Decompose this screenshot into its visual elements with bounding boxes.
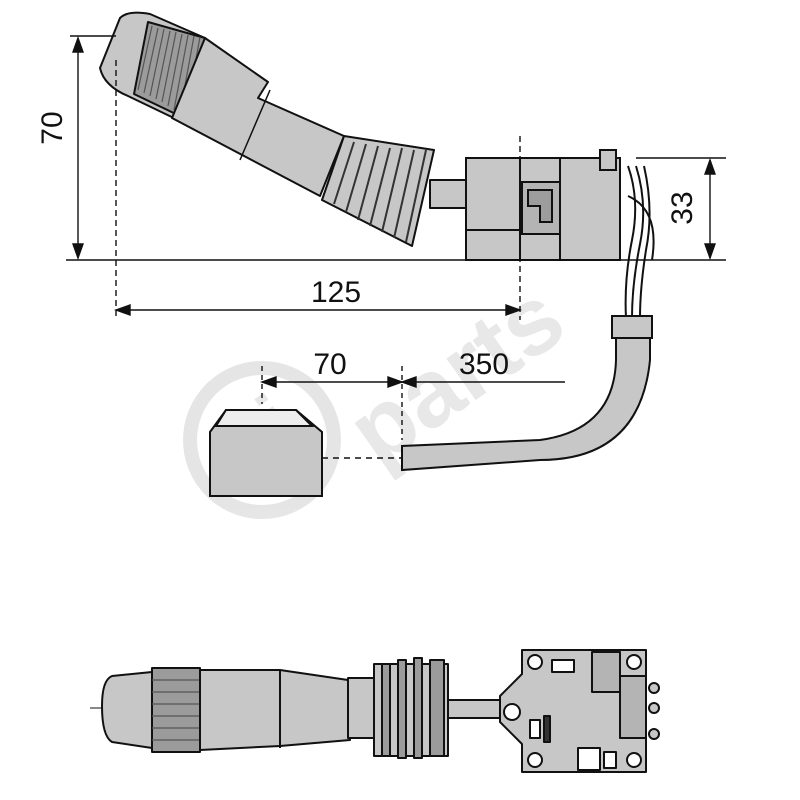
lever-boot-bottom bbox=[373, 657, 449, 759]
lever-bottom-view bbox=[90, 649, 660, 773]
dimension-switch-height: 33 bbox=[666, 191, 699, 224]
dimension-lines bbox=[66, 35, 726, 459]
cable-sheath bbox=[401, 337, 651, 472]
lever-knob-bottom bbox=[101, 671, 153, 749]
switch-housing bbox=[465, 149, 621, 261]
connector-plug bbox=[209, 409, 323, 497]
switch-plate-bottom bbox=[499, 649, 660, 773]
dimension-connector-length: 70 bbox=[313, 348, 346, 381]
cable-assembly bbox=[401, 165, 655, 472]
dimension-overall-length: 125 bbox=[311, 276, 361, 309]
lever-side-view bbox=[99, 11, 471, 247]
dimension-lever-height: 70 bbox=[36, 111, 69, 144]
lever-handle-bottom bbox=[199, 669, 351, 751]
lever-boot bbox=[321, 135, 435, 247]
dimension-cable-length: 350 bbox=[459, 348, 509, 381]
lever-shaft bbox=[429, 179, 471, 209]
